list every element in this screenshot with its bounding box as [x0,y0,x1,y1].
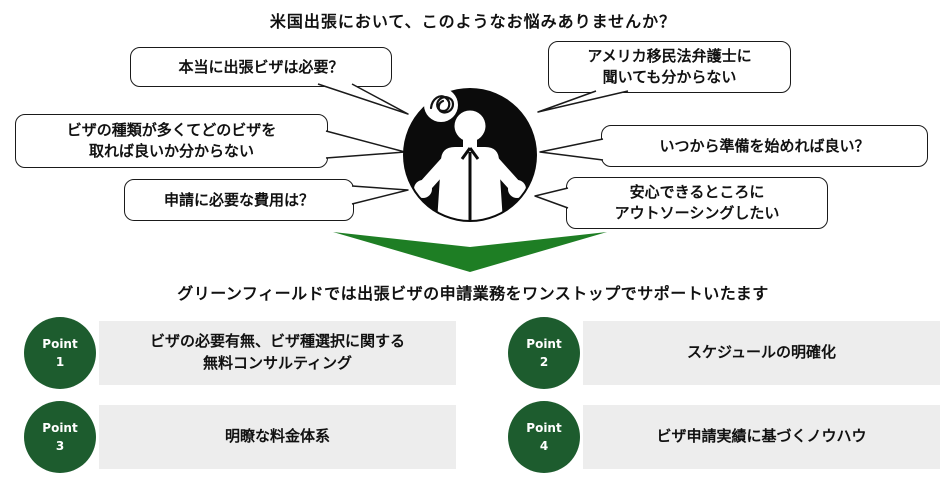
speech-bubble-when-to-prepare: いつから準備を始めれば良い？ [601,125,928,167]
bubble-tail-3 [325,130,406,159]
speech-bubble-visa-necessary: 本当に出張ビザは必要？ [130,47,392,87]
speech-bubble-visa-types: ビザの種類が多くてどのビザを 取れば良いか分からない [15,114,328,168]
point-label: Point [526,421,562,435]
point-item-2: Point 2 スケジュールの明確化 [508,317,940,389]
bubble-tail-5 [351,185,409,205]
bubble-tail-2 [537,90,629,113]
point-4-badge: Point 4 [508,401,580,473]
point-3-badge: Point 3 [24,401,96,473]
bubble-tail-4 [539,138,604,161]
speech-bubble-outsourcing: 安心できるところに アウトソーシングしたい [566,177,828,229]
point-4-text: ビザ申請実績に基づくノウハウ [583,405,940,469]
point-item-4: Point 4 ビザ申請実績に基づくノウハウ [508,401,940,473]
speech-bubble-lawyer-unclear: アメリカ移民法弁護士に 聞いても分からない [548,41,791,93]
point-item-1: Point 1 ビザの必要有無、ビザ種選択に関する 無料コンサルティング [24,317,456,389]
point-number: 4 [539,439,549,453]
point-label: Point [42,337,78,351]
point-item-3: Point 3 明瞭な料金体系 [24,401,456,473]
point-label: Point [526,337,562,351]
point-number: 3 [55,439,65,453]
point-label: Point [42,421,78,435]
page-title: 米国出張において、このようなお悩みありませんか？ [269,12,677,31]
bubble-tail-1 [317,83,409,115]
bubble-tail-6 [534,187,569,209]
point-2-badge: Point 2 [508,317,580,389]
point-number: 2 [539,355,549,369]
point-number: 1 [55,355,65,369]
speech-bubble-cost: 申請に必要な費用は？ [124,179,354,221]
point-2-text: スケジュールの明確化 [583,321,940,385]
point-1-badge: Point 1 [24,317,96,389]
confusion-scribble-icon [424,88,458,122]
confused-person-icon [403,88,537,222]
point-1-text: ビザの必要有無、ビザ種選択に関する 無料コンサルティング [99,321,456,385]
point-3-text: 明瞭な料金体系 [99,405,456,469]
down-arrow-icon [333,232,607,272]
subtitle: グリーンフィールドでは出張ビザの申請業務をワンストップでサポートいたます [177,284,769,303]
